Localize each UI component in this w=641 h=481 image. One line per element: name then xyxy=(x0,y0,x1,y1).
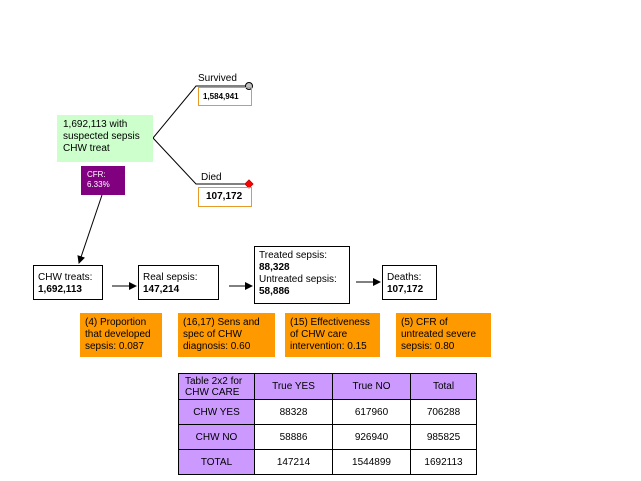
param-4-line-1: (5) CFR of xyxy=(401,317,448,328)
param-3-line-1: (15) Effectiveness xyxy=(290,317,370,328)
table-row-label: CHW NO xyxy=(178,424,255,450)
root-line-3: CHW treat xyxy=(63,143,110,154)
table-cell: 147214 xyxy=(254,449,333,475)
flow-treated-label: Treated sepsis: xyxy=(259,250,327,261)
table-cell: 706288 xyxy=(410,399,477,425)
flow-deaths-value: 107,172 xyxy=(387,284,424,295)
flow-chw-treats-label: CHW treats: xyxy=(38,272,93,283)
cfr-node: CFR: 6.33% xyxy=(81,166,125,195)
flow-treated-value: 88,328 xyxy=(259,262,290,273)
flow-real-sepsis-value: 147,214 xyxy=(143,284,180,295)
table-title-cell: Table 2x2 for CHW CARE xyxy=(178,373,255,400)
param-4-line-3: sepsis: 0.80 xyxy=(401,341,455,352)
table-row: TOTAL 147214 1544899 1692113 xyxy=(178,449,477,475)
param-2-line-3: diagnosis: 0.60 xyxy=(183,341,251,352)
flow-deaths: Deaths: 107,172 xyxy=(382,265,437,300)
flow-real-sepsis: Real sepsis: 147,214 xyxy=(138,265,219,300)
table-cell: 1544899 xyxy=(332,449,411,475)
param-1-line-2: that developed xyxy=(85,329,151,340)
survived-value-box: 1,584,941 xyxy=(198,87,252,106)
param-proportion-sepsis: (4) Proportion that developed sepsis: 0.… xyxy=(80,313,162,357)
param-effectiveness: (15) Effectiveness of CHW care intervent… xyxy=(285,313,380,357)
flow-untreated-value: 58,886 xyxy=(259,286,290,297)
flow-chw-treats-value: 1,692,113 xyxy=(38,284,82,295)
table-cell: 617960 xyxy=(332,399,411,425)
table-row-label: CHW YES xyxy=(178,399,255,425)
flow-chw-treats: CHW treats: 1,692,113 xyxy=(33,265,103,300)
table-cell: 1692113 xyxy=(410,449,477,475)
survived-branch-line xyxy=(152,85,249,139)
param-cfr-untreated: (5) CFR of untreated severe sepsis: 0.80 xyxy=(396,313,491,357)
chw-care-table: Table 2x2 for CHW CARE True YES True NO … xyxy=(178,373,477,475)
param-2-line-2: spec of CHW xyxy=(183,329,242,340)
survived-label: Survived xyxy=(198,73,237,84)
table-header-true-no: True NO xyxy=(332,373,411,400)
died-value-box: 107,172 xyxy=(198,187,252,207)
root-node: 1,692,113 with suspected sepsis CHW trea… xyxy=(57,115,153,162)
root-line-1: 1,692,113 with xyxy=(63,119,128,130)
cfr-label: CFR: xyxy=(87,170,106,179)
param-3-line-3: intervention: 0.15 xyxy=(290,341,367,352)
param-sens-spec: (16,17) Sens and spec of CHW diagnosis: … xyxy=(178,313,275,357)
table-row-label: TOTAL xyxy=(178,449,255,475)
table-header-true-yes: True YES xyxy=(254,373,333,400)
cfr-to-chw-arrow xyxy=(77,194,103,264)
table-title-line-2: CHW CARE xyxy=(185,386,240,398)
param-1-line-1: (4) Proportion xyxy=(85,317,147,328)
table-cell: 88328 xyxy=(254,399,333,425)
param-2-line-1: (16,17) Sens and xyxy=(183,317,260,328)
table-title-line-1: Table 2x2 for xyxy=(185,375,243,387)
param-1-line-3: sepsis: 0.087 xyxy=(85,341,144,352)
cfr-value: 6.33% xyxy=(87,180,110,189)
param-3-line-2: of CHW care xyxy=(290,329,348,340)
flow-treated-sepsis: Treated sepsis: 88,328 Untreated sepsis:… xyxy=(254,246,350,304)
table-cell: 58886 xyxy=(254,424,333,450)
table-row: CHW YES 88328 617960 706288 xyxy=(178,399,477,425)
table-cell: 985825 xyxy=(410,424,477,450)
table-row: CHW NO 58886 926940 985825 xyxy=(178,424,477,450)
root-line-2: suspected sepsis xyxy=(63,131,140,142)
flow-deaths-label: Deaths: xyxy=(387,272,422,283)
table-cell: 926940 xyxy=(332,424,411,450)
table-header-total: Total xyxy=(410,373,477,400)
table-header-row: Table 2x2 for CHW CARE True YES True NO … xyxy=(178,373,477,400)
flow-real-sepsis-label: Real sepsis: xyxy=(143,272,198,283)
died-label: Died xyxy=(201,172,222,183)
flow-untreated-label: Untreated sepsis: xyxy=(259,274,337,285)
died-branch-line xyxy=(152,137,249,185)
died-marker xyxy=(244,179,254,189)
param-4-line-2: untreated severe xyxy=(401,329,477,340)
